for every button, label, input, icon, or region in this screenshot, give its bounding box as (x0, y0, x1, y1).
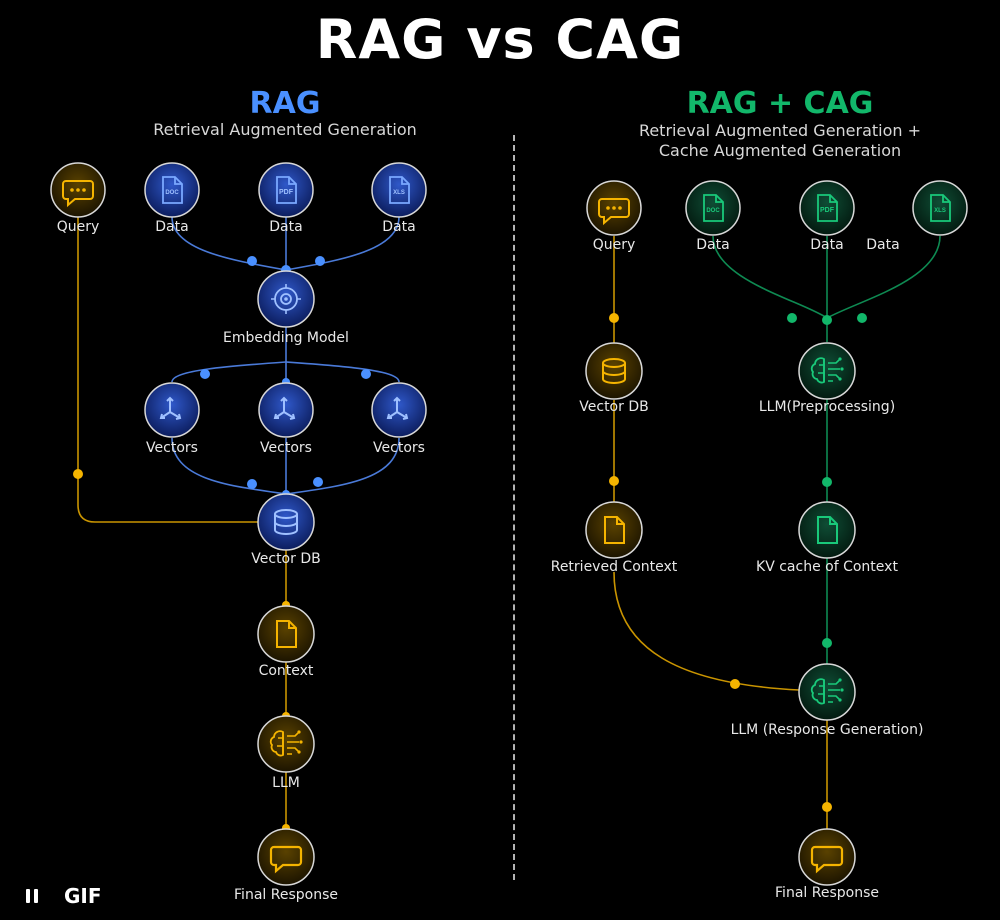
rag-heading: RAG (249, 86, 321, 121)
rag-node-vectors-2 (258, 382, 314, 438)
cag-node-llm-preprocessing (798, 342, 856, 400)
cag-node-final (798, 828, 856, 886)
cag-label-kv-cache: KV cache of Context (756, 559, 898, 575)
xls-file-tag: XLS (934, 208, 946, 214)
cag-subtitle: Retrieval Augmented Generation + Cache A… (600, 121, 960, 161)
rag-connector-dots (73, 256, 371, 832)
pause-icon[interactable] (26, 889, 38, 903)
rag-connectors (77, 216, 400, 830)
rag-node-data-pdf: PDF (258, 162, 314, 218)
rag-label-query: Query (56, 219, 100, 235)
rag-node-final (257, 828, 315, 886)
cag-label-vector-db: Vector DB (579, 399, 649, 415)
rag-node-data-doc: DOC (144, 162, 200, 218)
rag-label-embedding: Embedding Model (223, 330, 349, 346)
rag-node-embedding (257, 270, 315, 328)
cag-node-data-doc: DOC (685, 180, 741, 236)
rag-label-data-1: Data (155, 219, 189, 235)
rag-label-context: Context (258, 663, 314, 679)
cag-label-llm-preprocessing: LLM(Preprocessing) (758, 399, 896, 415)
cag-node-data-pdf: PDF (799, 180, 855, 236)
rag-label-data-3: Data (382, 219, 416, 235)
cag-node-data-xls: XLS (912, 180, 968, 236)
cag-connector-dots (609, 313, 867, 812)
rag-node-llm (257, 715, 315, 773)
cag-label-data-3: Data (866, 237, 900, 253)
pdf-file-tag: PDF (279, 189, 294, 196)
rag-label-vector-db: Vector DB (251, 551, 321, 567)
doc-file-tag: DOC (165, 190, 179, 196)
rag-label-data-2: Data (269, 219, 303, 235)
pdf-file-tag: PDF (820, 207, 835, 214)
rag-subtitle: Retrieval Augmented Generation (153, 120, 417, 139)
rag-label-llm: LLM (272, 775, 300, 791)
rag-node-vector-db (257, 493, 315, 551)
section-divider (513, 135, 515, 880)
cag-node-kv-cache (798, 501, 856, 559)
rag-node-data-xls: XLS (371, 162, 427, 218)
page-title: RAG vs CAG (315, 8, 685, 71)
cag-label-llm-generation: LLM (Response Generation) (730, 722, 924, 738)
gif-label: GIF (64, 884, 102, 908)
cag-heading: RAG + CAG (686, 86, 874, 121)
cag-label-retrieved-context: Retrieved Context (550, 559, 678, 575)
rag-node-vectors-3 (371, 382, 427, 438)
cag-node-llm-generation (798, 663, 856, 721)
cag-node-query (586, 180, 642, 236)
rag-node-context (257, 605, 315, 663)
cag-label-final: Final Response (775, 885, 879, 901)
cag-label-data-1: Data (696, 237, 730, 253)
cag-label-data-2: Data (810, 237, 844, 253)
rag-label-vectors-1: Vectors (146, 440, 198, 456)
rag-label-vectors-2: Vectors (260, 440, 312, 456)
rag-label-final: Final Response (234, 887, 338, 903)
cag-node-vector-db (585, 342, 643, 400)
cag-connectors (613, 235, 941, 830)
rag-label-vectors-3: Vectors (373, 440, 425, 456)
xls-file-tag: XLS (393, 190, 405, 196)
cag-subtitle-line2: Cache Augmented Generation (658, 141, 902, 160)
rag-node-query (50, 162, 106, 218)
cag-node-retrieved-context (585, 501, 643, 559)
cag-label-query: Query (592, 237, 636, 253)
doc-file-tag: DOC (706, 208, 720, 214)
rag-node-vectors-1 (144, 382, 200, 438)
gif-controls: GIF (26, 884, 102, 908)
cag-subtitle-line1: Retrieval Augmented Generation + (638, 121, 922, 140)
